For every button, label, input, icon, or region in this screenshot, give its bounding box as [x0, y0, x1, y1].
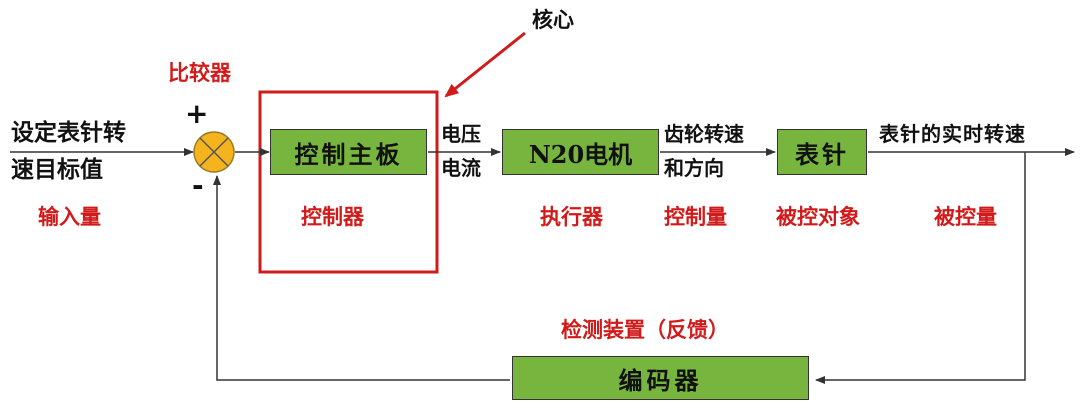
- comparator-junction: [193, 131, 235, 173]
- plant-role-label: 被控对象: [776, 205, 860, 229]
- voltage-label: 电压: [441, 122, 481, 146]
- controlled-quantity-label: 被控量: [934, 205, 997, 229]
- core-highlight-frame: [258, 90, 439, 274]
- input-role-label: 输入量: [38, 205, 101, 229]
- controller-role-label: 控制器: [301, 205, 364, 229]
- minus-sign: -: [192, 169, 204, 202]
- output-label: 表针的实时转速: [879, 122, 1026, 146]
- feedback-to-comparator-line: [213, 175, 510, 381]
- plus-sign: +: [185, 97, 209, 130]
- input-label-line1: 设定表针转: [11, 120, 126, 146]
- actuator-role-label: 执行器: [540, 205, 603, 229]
- comparator-annotation-label: 比较器: [168, 61, 231, 85]
- direction-label: 和方向: [664, 156, 724, 180]
- sensor-block: 编码器: [512, 356, 809, 400]
- plant-block: 表针: [777, 129, 867, 175]
- actuator-block: N20电机: [502, 129, 659, 175]
- core-annotation-arrow: [444, 31, 526, 98]
- controller-block: 控制主板: [270, 129, 427, 175]
- core-annotation-label: 核心: [532, 8, 574, 32]
- control-quantity-label: 控制量: [664, 205, 727, 229]
- feedback-to-sensor-line: [815, 152, 1026, 384]
- sensor-role-label: 检测装置（反馈）: [561, 318, 729, 342]
- gear-speed-label: 齿轮转速: [664, 122, 744, 146]
- input-label-line2: 速目标值: [11, 157, 103, 183]
- current-label: 电流: [441, 156, 481, 180]
